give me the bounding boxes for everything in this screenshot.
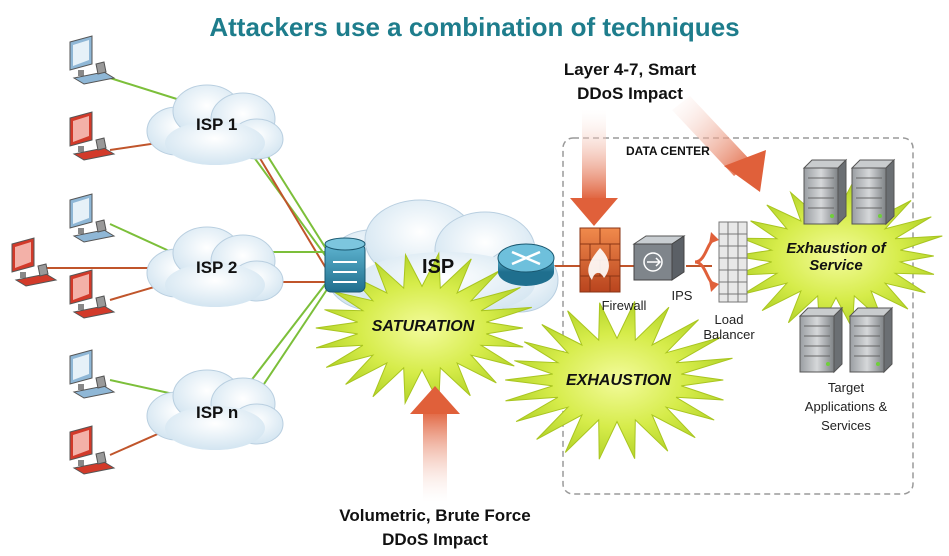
targets-line2: Applications & — [804, 399, 888, 414]
top-impact-label: Layer 4-7, Smart DDoS Impact — [540, 58, 720, 106]
target-servers — [798, 158, 896, 374]
service-line1: Exhaustion of — [786, 240, 886, 257]
attacker-computer-6[interactable] — [69, 425, 116, 475]
saturation-label: SATURATION — [371, 318, 475, 335]
isp-2-label: ISP 2 — [196, 258, 238, 277]
attacker-computer-1[interactable] — [69, 111, 116, 161]
load-balancer-line1: Load — [714, 312, 744, 327]
top-impact-line2: DDoS Impact — [577, 84, 683, 103]
firewall-label: Firewall — [601, 298, 647, 313]
client-computer-0[interactable] — [69, 35, 116, 85]
isp-cloud-2 — [146, 226, 284, 307]
load-balancer-icon[interactable] — [694, 221, 748, 303]
link-2 — [109, 223, 179, 256]
server-1[interactable] — [802, 158, 848, 226]
core-router[interactable] — [497, 243, 555, 286]
bottom-impact-line1: Volumetric, Brute Force — [339, 506, 531, 525]
arrow-volumetric — [410, 386, 460, 502]
edge-router[interactable] — [324, 237, 366, 293]
bottom-impact-label: Volumetric, Brute Force DDoS Impact — [310, 504, 560, 552]
client-computer-2[interactable] — [69, 193, 116, 243]
isp-n-label: ISP n — [196, 403, 239, 422]
data-center-label: DATA CENTER — [626, 144, 710, 158]
attacker-computer-4[interactable] — [69, 269, 116, 319]
attacker-computer-3[interactable] — [11, 237, 58, 287]
link-0 — [109, 77, 181, 101]
link-9 — [254, 149, 331, 276]
arrow-layer-7-diagonal — [672, 96, 766, 192]
targets-label: Target Applications & Services — [786, 378, 906, 435]
client-computers — [11, 35, 116, 475]
bottom-impact-line2: DDoS Impact — [382, 530, 488, 549]
firewall-icon[interactable] — [579, 227, 621, 293]
client-computer-5[interactable] — [69, 349, 116, 399]
link-5 — [109, 379, 179, 396]
page-title: Attackers use a combination of technique… — [209, 12, 740, 42]
isp-cloud-1 — [146, 84, 284, 165]
targets-line3: Services — [821, 418, 871, 433]
exhaustion-label: EXHAUSTION — [566, 372, 671, 389]
service-line2: Service — [809, 257, 863, 274]
load-balancer-label: Load Balancer — [694, 312, 764, 342]
ips-icon[interactable] — [632, 235, 686, 281]
load-balancer-line2: Balancer — [703, 327, 755, 342]
arrow-layer-7 — [570, 110, 618, 226]
targets-line1: Target — [827, 380, 865, 395]
server-4[interactable] — [848, 306, 894, 374]
server-3[interactable] — [798, 306, 844, 374]
top-impact-line1: Layer 4-7, Smart — [563, 60, 697, 79]
link-13 — [239, 277, 331, 396]
isp-1-label: ISP 1 — [196, 115, 238, 134]
saturation-burst — [315, 251, 532, 406]
ips-label: IPS — [671, 288, 693, 303]
data-center-box — [562, 137, 914, 495]
server-2[interactable] — [850, 158, 896, 226]
core-isp-label: ISP — [422, 256, 455, 278]
isp-cloud-n — [146, 369, 284, 450]
exhaustion-burst — [505, 301, 733, 460]
service-label: Exhaustion of Service — [776, 240, 896, 274]
